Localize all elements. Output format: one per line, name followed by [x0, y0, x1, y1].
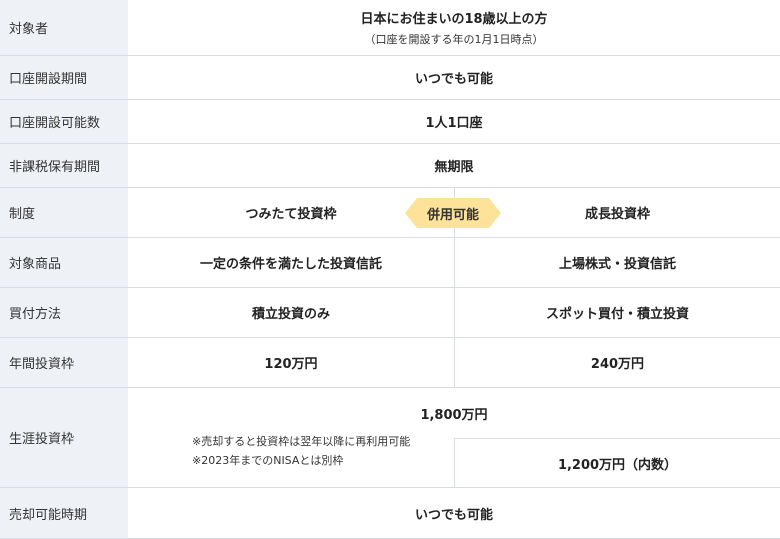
purchase-left-value: 積立投資のみ — [251, 307, 330, 322]
annual-limit-left-value: 120万円 — [264, 357, 318, 372]
row-label-products: 対象商品 — [0, 238, 128, 287]
row-sell-period: 売却可能時期 いつでも可能 — [0, 488, 780, 539]
row-label-purchase: 買付方法 — [0, 288, 128, 337]
open-period-value: いつでも可能 — [414, 72, 493, 87]
row-target: 対象者 日本にお住まいの18歳以上の方 （口座を開設する年の1月1日時点） — [0, 0, 780, 56]
column-divider-top — [454, 188, 455, 198]
row-purchase: 買付方法 積立投資のみ スポット買付・積立投資 — [0, 288, 780, 338]
row-account-count: 口座開設可能数 1人1口座 — [0, 100, 780, 144]
row-label-system: 制度 — [0, 188, 128, 237]
row-lifetime-limit: 生涯投資枠 1,800万円 ※売却すると投資枠は翌年以降に再利用可能 ※2023… — [0, 388, 780, 488]
lifetime-total-value: 1,800万円 — [420, 407, 488, 423]
products-right-value: 上場株式・投資信託 — [454, 238, 780, 287]
system-left-value: つみたて投資枠 — [245, 207, 337, 222]
purchase-right-value: スポット買付・積立投資 — [454, 288, 780, 337]
lifetime-growth-value: 1,200万円（内数） — [557, 457, 678, 473]
target-value: 日本にお住まいの18歳以上の方 （口座を開設する年の1月1日時点） — [128, 0, 780, 55]
target-sub-text: （口座を開設する年の1月1日時点） — [364, 33, 544, 46]
row-tax-free-period: 非課税保有期間 無期限 — [0, 144, 780, 188]
row-label-target: 対象者 — [0, 0, 128, 55]
sell-period-value: いつでも可能 — [414, 507, 493, 523]
row-system: 制度 つみたて投資枠 成長投資枠 併用可能 — [0, 188, 780, 238]
row-label-open-period: 口座開設期間 — [0, 56, 128, 99]
row-label-sell-period: 売却可能時期 — [0, 488, 128, 538]
column-divider-bottom — [454, 228, 455, 238]
row-products: 対象商品 一定の条件を満たした投資信託 上場株式・投資信託 — [0, 238, 780, 288]
row-label-annual-limit: 年間投資枠 — [0, 338, 128, 387]
double-arrow-icon — [405, 198, 501, 228]
row-label-account-count: 口座開設可能数 — [0, 100, 128, 143]
tax-free-period-value: 無期限 — [434, 160, 474, 175]
combinable-badge: 併用可能 — [405, 198, 501, 228]
row-open-period: 口座開設期間 いつでも可能 — [0, 56, 780, 100]
lifetime-divider-horizontal — [454, 438, 780, 439]
row-annual-limit: 年間投資枠 120万円 240万円 — [0, 338, 780, 388]
target-main-text: 日本にお住まいの18歳以上の方 — [360, 12, 548, 27]
combinable-badge-label: 併用可能 — [426, 207, 479, 223]
system-right-value: 成長投資枠 — [454, 188, 780, 237]
row-label-lifetime-limit: 生涯投資枠 — [0, 388, 128, 487]
annual-limit-right-value: 240万円 — [454, 338, 780, 387]
products-left-value: 一定の条件を満たした投資信託 — [199, 257, 382, 272]
lifetime-note-reuse: ※売却すると投資枠は翌年以降に再利用可能 — [192, 435, 411, 448]
lifetime-divider-vertical — [454, 438, 455, 488]
account-count-value: 1人1口座 — [425, 116, 483, 131]
lifetime-note-separate: ※2023年までのNISAとは別枠 — [192, 454, 344, 467]
row-label-tax-free-period: 非課税保有期間 — [0, 144, 128, 187]
